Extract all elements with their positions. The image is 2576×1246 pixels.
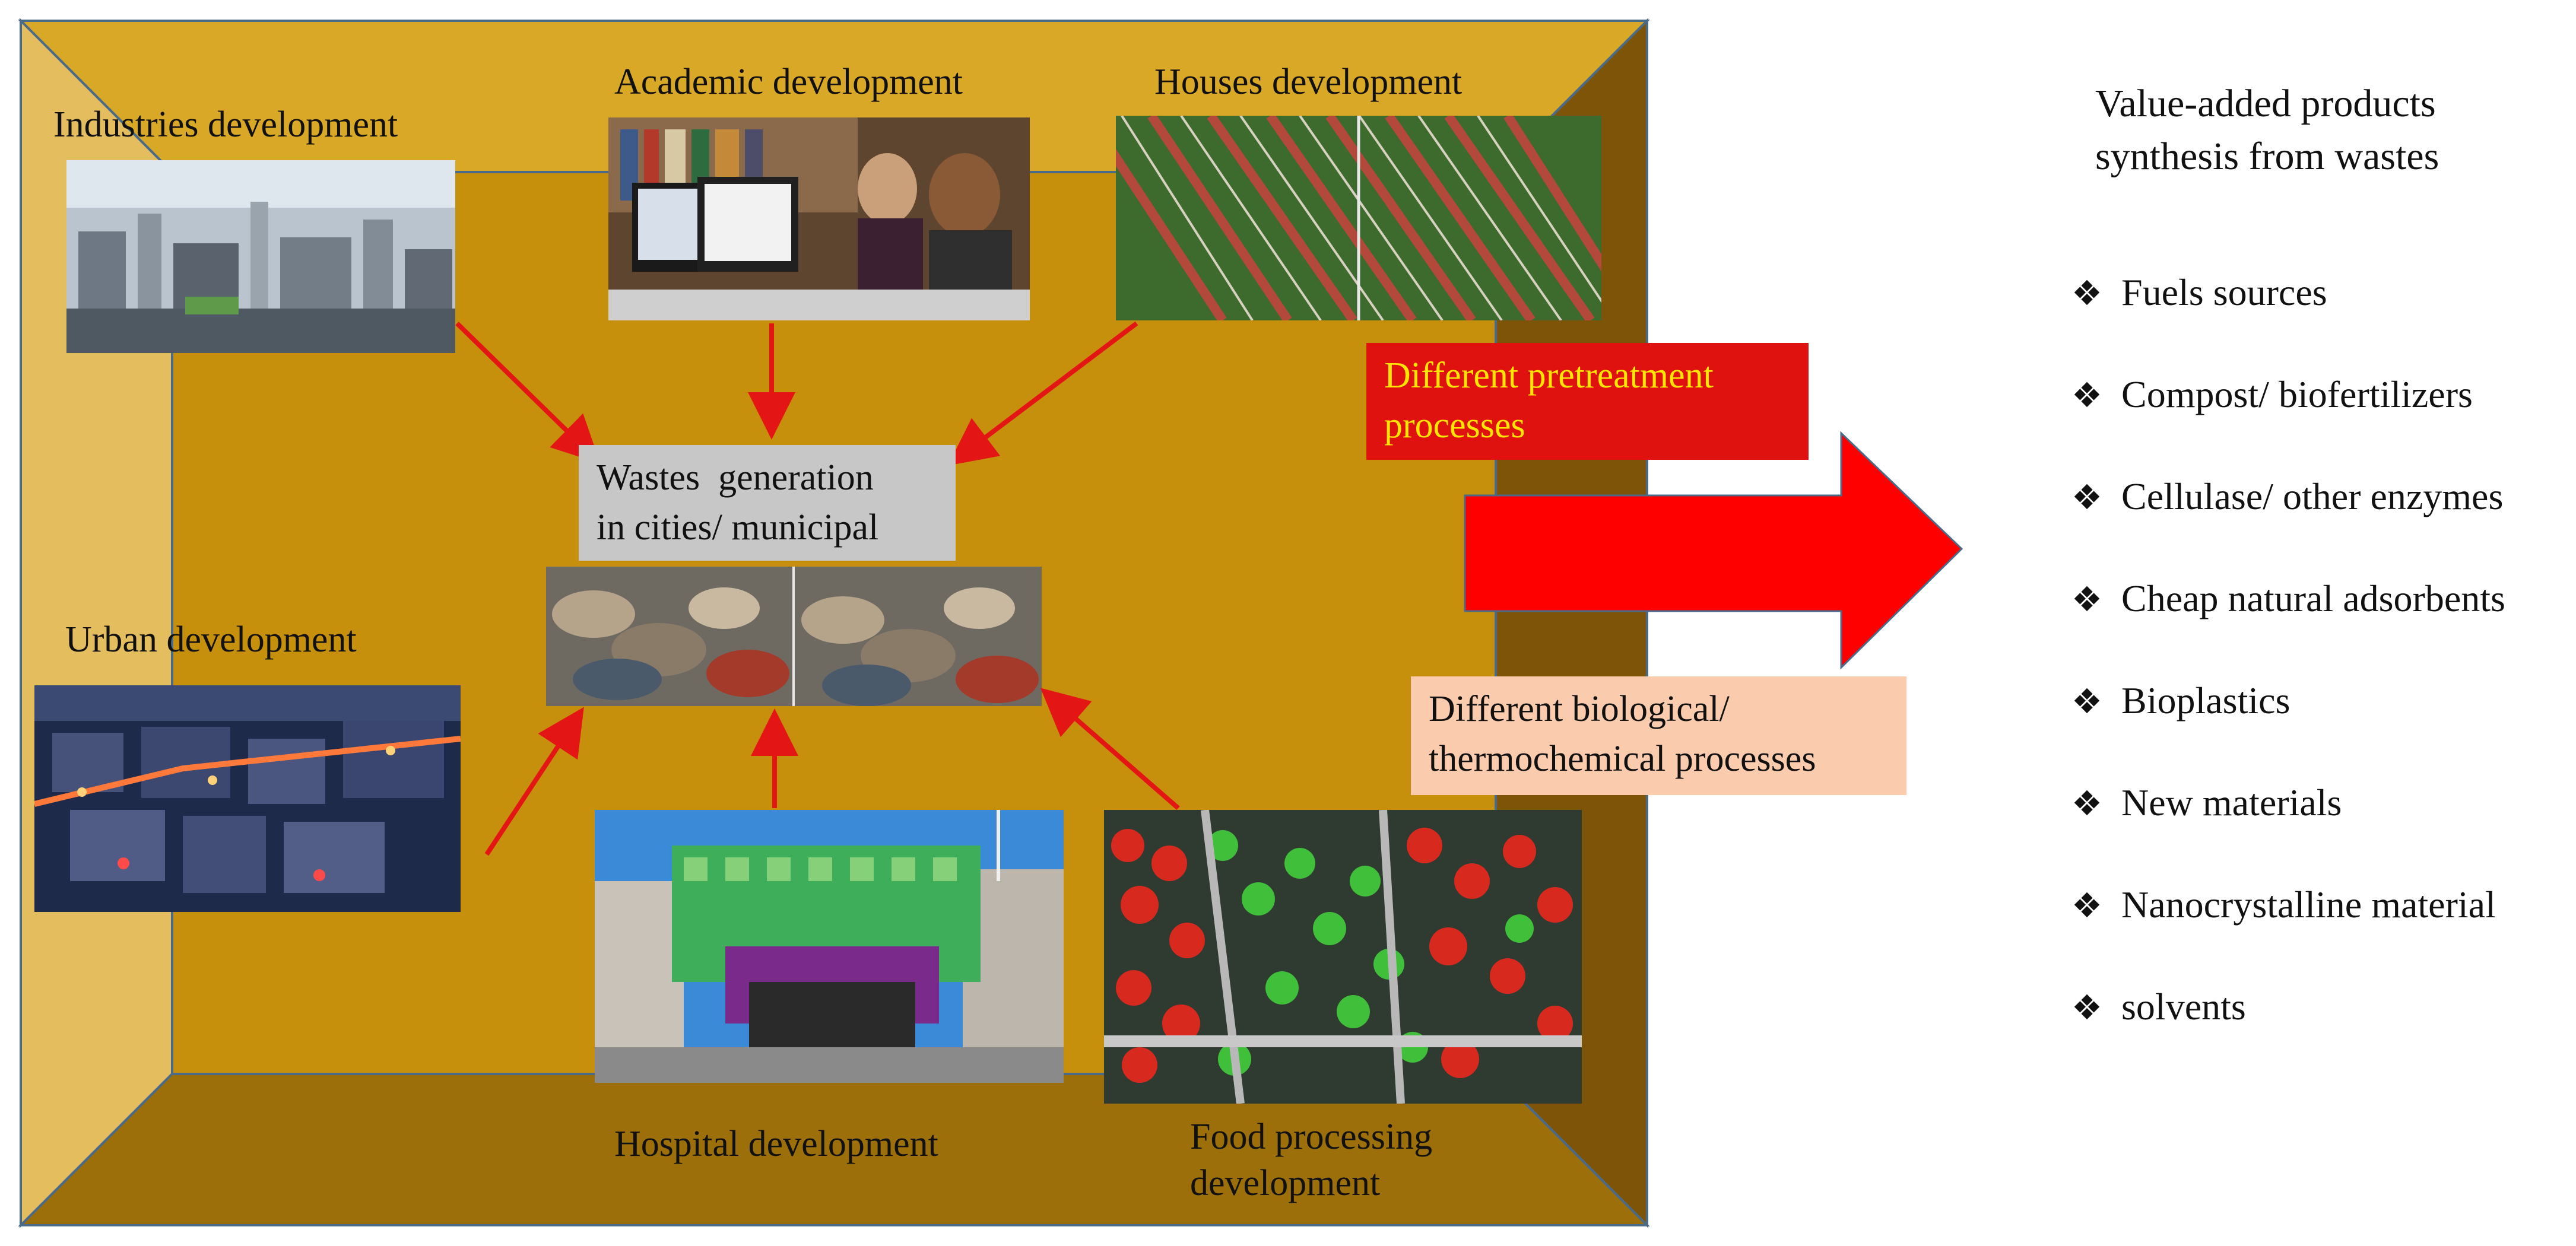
industries-label: Industries development: [53, 104, 398, 145]
waste-generation-box: Wastes generation in cities/ municipal: [579, 445, 956, 561]
biological-line1: Different biological/: [1429, 689, 1730, 729]
product-label: Fuels sources: [2121, 271, 2327, 313]
hospital-photo: [595, 810, 1064, 1083]
product-item: ❖ Cellulase/ other enzymes: [2071, 474, 2505, 576]
product-item: ❖ Nanocrystalline material: [2071, 882, 2505, 984]
food-processing-label: Food processing development: [1190, 1114, 1432, 1206]
bullet-icon: ❖: [2071, 681, 2102, 721]
product-item: ❖ Compost/ biofertilizers: [2071, 372, 2505, 474]
product-label: Cheap natural adsorbents: [2121, 577, 2505, 619]
industries-photo: [66, 160, 455, 353]
product-label: Bioplastics: [2121, 679, 2291, 721]
product-label: New materials: [2121, 781, 2342, 824]
product-label: Compost/ biofertilizers: [2121, 373, 2473, 415]
bullet-icon: ❖: [2071, 273, 2102, 313]
biological-process-box: Different biological/ thermochemical pro…: [1411, 676, 1906, 795]
houses-label: Houses development: [1154, 62, 1463, 102]
product-label: solvents: [2121, 986, 2246, 1028]
product-item: ❖ Bioplastics: [2071, 678, 2505, 780]
product-label: Cellulase/ other enzymes: [2121, 475, 2504, 517]
houses-photo: [1116, 116, 1601, 320]
waste-generation-line1: Wastes generation: [597, 457, 874, 498]
bullet-icon: ❖: [2071, 579, 2102, 619]
arrow-food-to-waste: [1040, 688, 1180, 810]
bullet-icon: ❖: [2071, 783, 2102, 824]
product-item: ❖ solvents: [2071, 984, 2505, 1086]
waste-generation-line2: in cities/ municipal: [597, 507, 879, 548]
food-processing-label-line2: development: [1190, 1162, 1381, 1203]
waste-photo: [546, 567, 1042, 706]
bullet-icon: ❖: [2071, 477, 2102, 517]
pretreatment-line2: processes: [1384, 405, 1525, 446]
products-title: Value-added products synthesis from wast…: [2095, 77, 2439, 183]
bullet-icon: ❖: [2071, 375, 2102, 415]
product-label: Nanocrystalline material: [2121, 883, 2496, 926]
arrow-houses-to-waste: [948, 321, 1138, 466]
urban-label: Urban development: [65, 619, 357, 660]
biological-line2: thermochemical processes: [1429, 738, 1816, 779]
bullet-icon: ❖: [2071, 987, 2102, 1028]
food-processing-photo: [1104, 810, 1582, 1104]
bullet-icon: ❖: [2071, 885, 2102, 926]
product-item: ❖ New materials: [2071, 780, 2505, 882]
pretreatment-box: Different pretreatment processes: [1366, 343, 1809, 460]
product-item: ❖ Fuels sources: [2071, 270, 2505, 372]
arrow-industries-to-waste: [455, 322, 601, 464]
product-item: ❖ Cheap natural adsorbents: [2071, 576, 2505, 678]
hospital-label: Hospital development: [614, 1124, 938, 1164]
pretreatment-line1: Different pretreatment: [1384, 355, 1714, 396]
academic-label: Academic development: [614, 62, 963, 102]
big-output-arrow: [1464, 431, 1963, 670]
products-title-line1: Value-added products: [2095, 82, 2436, 125]
products-title-line2: synthesis from wastes: [2095, 135, 2439, 179]
food-processing-label-line1: Food processing: [1190, 1117, 1433, 1157]
academic-photo: [608, 117, 1030, 320]
arrow-urban-to-waste: [484, 707, 584, 856]
products-list: ❖Fuels sources ❖Compost/ biofertilizers …: [2071, 270, 2505, 1086]
urban-photo: [34, 685, 461, 912]
